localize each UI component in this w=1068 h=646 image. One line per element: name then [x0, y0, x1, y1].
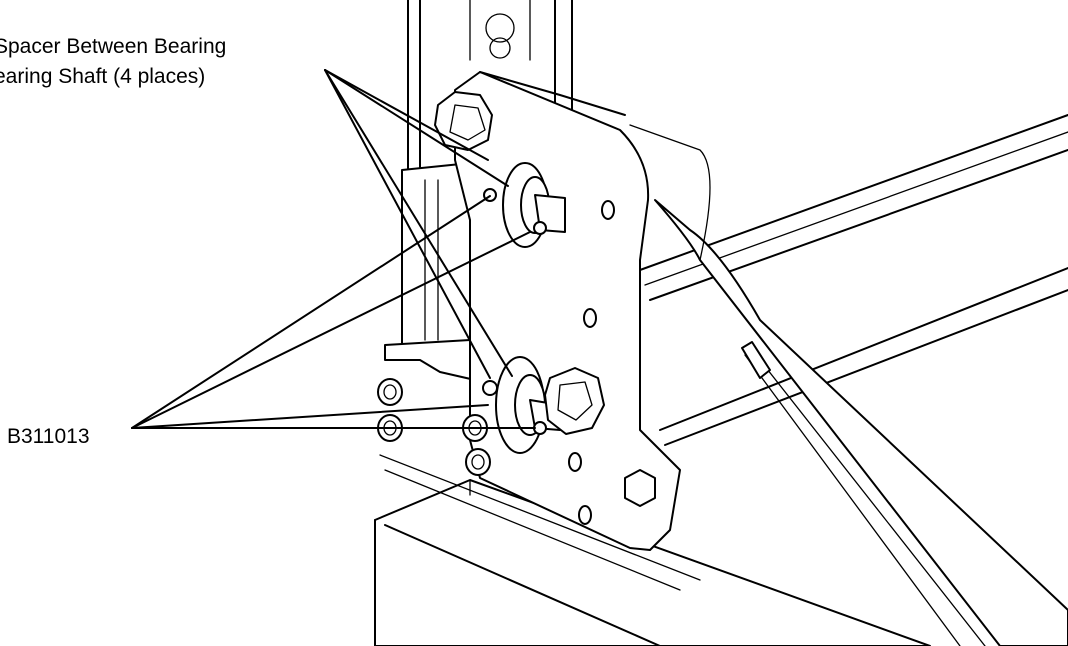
spacer-callout-label: Spacer Between Bearing earing Shaft (4 p…: [0, 32, 226, 92]
base-block: [374, 454, 931, 646]
lever-arm: [654, 199, 1068, 646]
mounting-plate: [454, 71, 711, 551]
part-leader-lines: [131, 195, 536, 429]
part-number-label: B311013: [7, 425, 90, 448]
lower-hex-nut: [544, 367, 605, 435]
spacer-callout-line-1: Spacer Between Bearing: [0, 35, 227, 58]
spacer-callout-line-2: earing Shaft (4 places): [0, 65, 206, 88]
upper-bearing: [483, 162, 566, 248]
plate-bolt: [624, 469, 656, 507]
spacer-leader-lines: [324, 69, 513, 379]
upper-hex-nut: [434, 91, 493, 151]
diagonal-rail-upper: [639, 114, 1068, 446]
